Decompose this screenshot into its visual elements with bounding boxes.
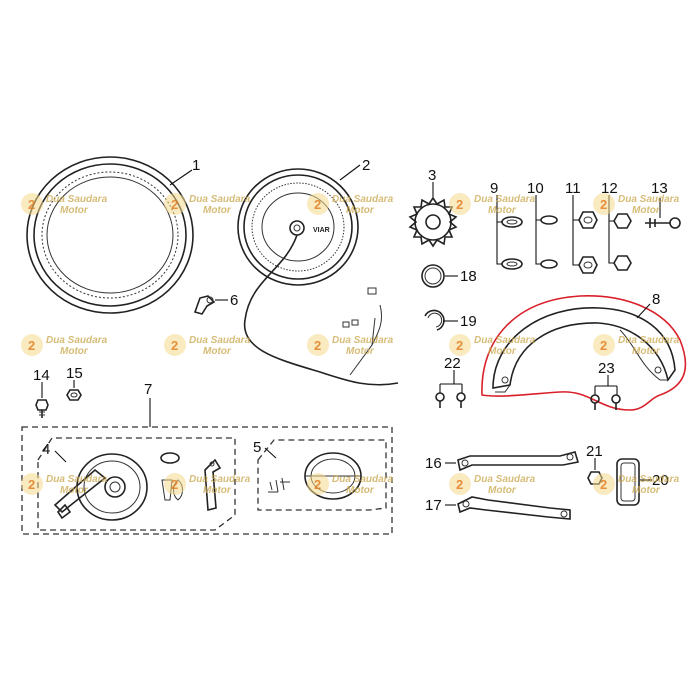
svg-text:Motor: Motor	[203, 485, 232, 496]
svg-text:Dua Saudara: Dua Saudara	[189, 474, 251, 485]
svg-text:Motor: Motor	[488, 485, 517, 496]
svg-text:2: 2	[28, 338, 35, 353]
svg-text:Dua Saudara: Dua Saudara	[189, 194, 251, 205]
svg-text:Dua Saudara: Dua Saudara	[474, 335, 536, 346]
svg-text:2: 2	[456, 338, 463, 353]
callout-11: 11	[565, 180, 581, 197]
svg-text:Dua Saudara: Dua Saudara	[618, 474, 680, 485]
svg-text:Dua Saudara: Dua Saudara	[332, 335, 394, 346]
svg-text:Dua Saudara: Dua Saudara	[332, 194, 394, 205]
svg-text:Motor: Motor	[346, 485, 375, 496]
callout-5: 5	[253, 439, 261, 456]
svg-text:2: 2	[314, 338, 321, 353]
svg-text:Dua Saudara: Dua Saudara	[46, 335, 108, 346]
callout-7: 7	[144, 381, 152, 398]
callout-23: 23	[598, 360, 615, 377]
svg-text:2: 2	[171, 197, 178, 212]
valve-part	[193, 295, 216, 315]
svg-text:Motor: Motor	[60, 346, 89, 357]
svg-text:Motor: Motor	[346, 205, 375, 216]
screws-22-part	[435, 370, 466, 408]
svg-text:Motor: Motor	[203, 205, 232, 216]
stay-17-part	[457, 496, 571, 520]
svg-text:Dua Saudara: Dua Saudara	[332, 474, 394, 485]
callout-2: 2	[362, 157, 370, 174]
svg-text:Motor: Motor	[488, 346, 517, 357]
svg-text:2: 2	[171, 477, 178, 492]
callout-21: 21	[586, 443, 603, 460]
fender-highlight-outline	[481, 295, 687, 411]
callout-19: 19	[460, 313, 477, 330]
svg-text:Dua Saudara: Dua Saudara	[474, 194, 536, 205]
svg-text:Motor: Motor	[632, 205, 661, 216]
callout-12: 12	[601, 180, 618, 197]
svg-text:2: 2	[171, 338, 178, 353]
svg-text:Dua Saudara: Dua Saudara	[618, 335, 680, 346]
brake-panel-part	[53, 452, 222, 521]
callout-17: 17	[425, 497, 442, 514]
svg-text:2: 2	[314, 197, 321, 212]
callout-20: 20	[652, 472, 669, 489]
svg-text:Motor: Motor	[488, 205, 517, 216]
callout-22: 22	[444, 355, 461, 372]
svg-text:2: 2	[600, 197, 607, 212]
fastener-group	[496, 195, 681, 274]
callout-15: 15	[66, 365, 83, 382]
callout-16: 16	[425, 455, 442, 472]
tire-part	[26, 156, 194, 314]
nut-15-part	[66, 389, 82, 401]
svg-text:Motor: Motor	[60, 205, 89, 216]
svg-text:Dua Saudara: Dua Saudara	[474, 474, 536, 485]
svg-text:2: 2	[456, 477, 463, 492]
svg-text:Dua Saudara: Dua Saudara	[46, 194, 108, 205]
callout-9: 9	[490, 180, 498, 197]
svg-text:Motor: Motor	[60, 485, 89, 496]
svg-text:Motor: Motor	[632, 346, 661, 357]
svg-text:Motor: Motor	[203, 346, 232, 357]
svg-text:2: 2	[456, 197, 463, 212]
callout-1: 1	[192, 157, 200, 174]
bolt-14-part	[35, 399, 49, 418]
circlip-18-part	[421, 264, 445, 288]
callout-3: 3	[428, 167, 436, 184]
brake-shoe-box	[257, 439, 387, 511]
callout-14: 14	[33, 367, 50, 384]
circlip-19-part	[424, 309, 445, 331]
svg-text:2: 2	[314, 477, 321, 492]
svg-text:2: 2	[28, 197, 35, 212]
callout-4: 4	[42, 441, 50, 458]
svg-text:Motor: Motor	[346, 346, 375, 357]
svg-text:Dua Saudara: Dua Saudara	[46, 474, 108, 485]
svg-text:2: 2	[600, 477, 607, 492]
callout-13: 13	[651, 180, 668, 197]
callout-6: 6	[230, 292, 238, 309]
hub-motor-wheel-part: VIAR	[237, 168, 399, 386]
svg-text:Dua Saudara: Dua Saudara	[189, 335, 251, 346]
stay-16-part	[457, 451, 580, 472]
svg-text:2: 2	[28, 477, 35, 492]
band-20-part	[616, 458, 640, 506]
fender-part	[492, 307, 676, 393]
hub-logo: VIAR	[313, 227, 330, 234]
watermark-group: 2 Dua Saudara Motor 2 Dua Saudara Motor …	[21, 193, 680, 496]
callout-10: 10	[527, 180, 544, 197]
brake-shoe-part	[268, 452, 362, 500]
sprocket-part	[408, 196, 458, 248]
screws-23-part	[590, 375, 621, 410]
svg-text:Motor: Motor	[632, 485, 661, 496]
svg-text:2: 2	[600, 338, 607, 353]
svg-text:Dua Saudara: Dua Saudara	[618, 194, 680, 205]
callout-18: 18	[460, 268, 477, 285]
callout-8: 8	[652, 291, 660, 308]
